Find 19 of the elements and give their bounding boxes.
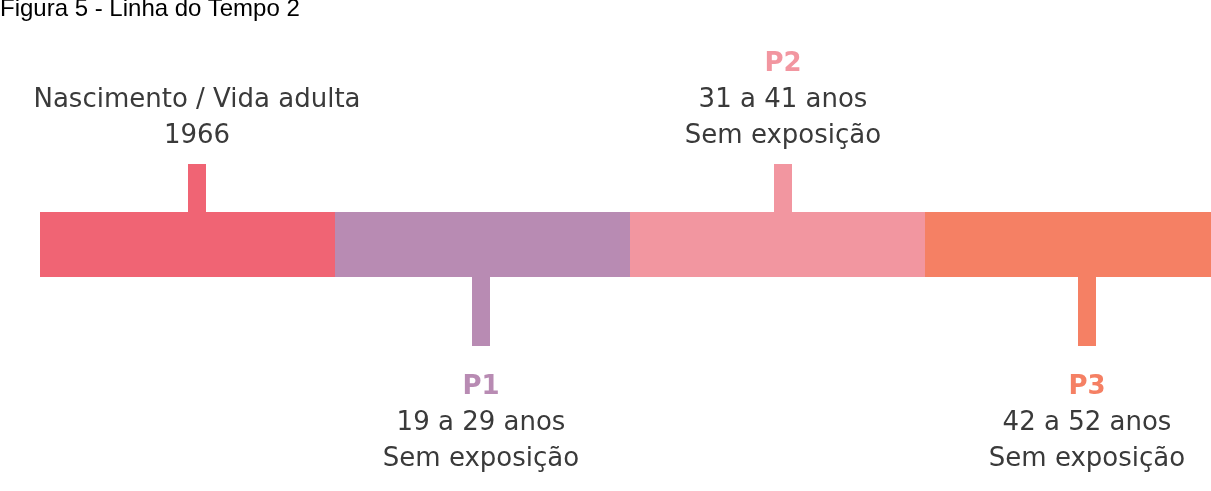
connector-line [472, 277, 490, 346]
period-label: 19 a 29 anos [396, 405, 566, 438]
period-label: 31 a 41 anos [698, 82, 868, 115]
period-label: Sem exposição [988, 441, 1186, 474]
period-label: Nascimento / Vida adulta [33, 82, 361, 115]
period-label: 42 a 52 anos [1002, 405, 1172, 438]
timeline-segment [925, 212, 1211, 277]
period-label: 1966 [163, 118, 231, 151]
timeline-segment [40, 212, 335, 277]
period-label: Sem exposição [382, 441, 580, 474]
period-heading: P1 [462, 369, 500, 402]
timeline-segment [630, 212, 925, 277]
connector-line [188, 164, 206, 212]
period-label: Sem exposição [684, 118, 882, 151]
period-heading: P2 [764, 46, 802, 79]
period-heading: P3 [1068, 369, 1106, 402]
connector-line [774, 164, 792, 212]
connector-line [1078, 277, 1096, 346]
timeline-segment [335, 212, 630, 277]
